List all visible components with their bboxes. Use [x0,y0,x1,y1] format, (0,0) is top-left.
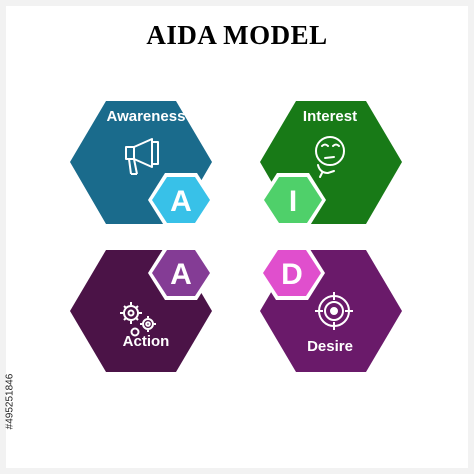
awareness-letter: A [170,185,192,218]
interest-letter-badge [264,177,322,223]
action-label: Action [123,333,170,350]
action-letter: A [170,258,192,291]
diagram-title: AIDA MODEL [146,20,328,50]
action-letter-badge [152,250,210,296]
stage-desire: Desire D [259,246,402,372]
stage-interest: Interest I [260,101,402,227]
image-id-text: #495251846 [4,373,16,430]
interest-label: Interest [303,108,357,125]
image-frame [6,6,468,468]
thinking-emoji-icon [315,136,345,178]
stage-action: Action A [70,246,214,372]
desire-letter-badge [263,250,321,296]
target-icon [315,292,353,330]
interest-letter: I [289,185,297,218]
awareness-letter-badge [152,177,210,223]
megaphone-icon [125,138,159,175]
awareness-label: Awareness [107,108,186,125]
gears-icon [120,302,156,337]
stage-awareness: Awareness A [70,101,214,227]
desire-label: Desire [307,338,353,355]
desire-letter: D [281,258,303,291]
side-credit: #495251846 [2,340,18,470]
